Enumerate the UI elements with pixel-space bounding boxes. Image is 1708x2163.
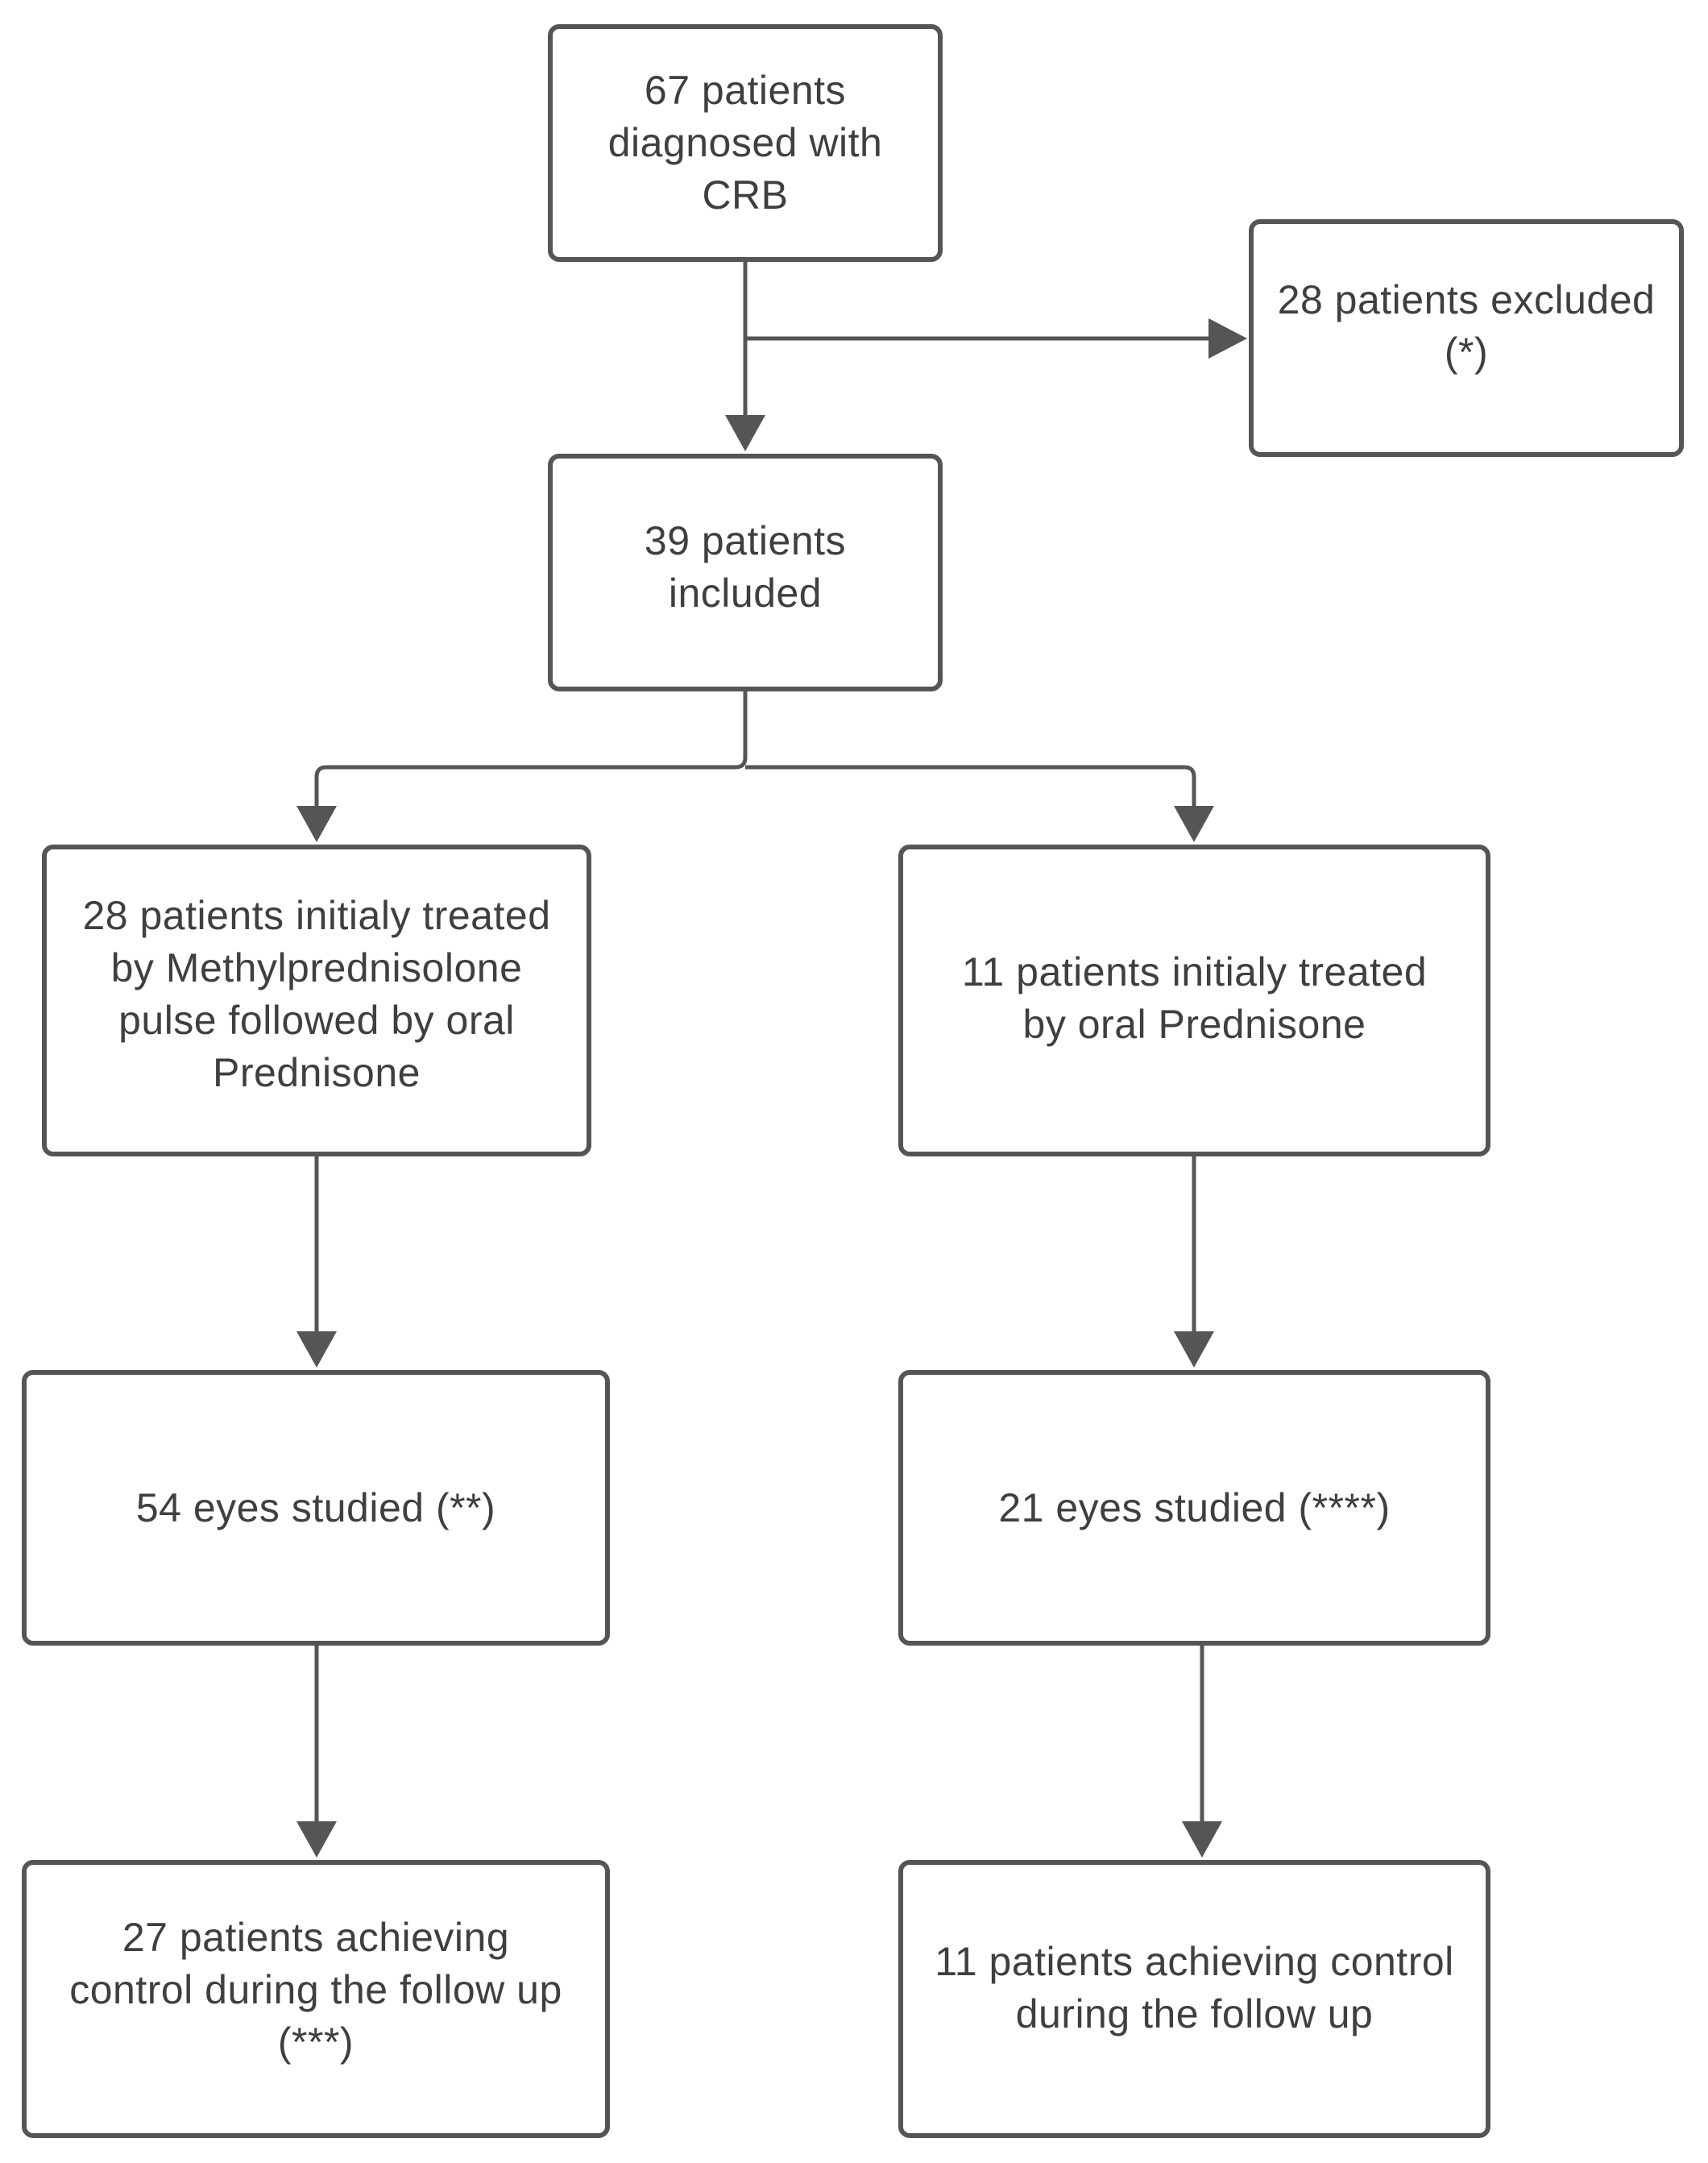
node-oral-pred: 11 patients initialy treated by oral Pre…	[898, 845, 1490, 1156]
node-eyes-21: 21 eyes studied (****)	[898, 1370, 1490, 1646]
node-diagnosed: 67 patients diagnosed with CRB	[548, 24, 943, 262]
node-methylpred-label: 28 patients initialy treated by Methylpr…	[82, 893, 551, 1095]
node-eyes-54-label: 54 eyes studied (**)	[135, 1484, 496, 1530]
node-diagnosed-label: 67 patients diagnosed with CRB	[607, 68, 883, 218]
node-control-11-label: 11 patients achieving control during the…	[935, 1939, 1454, 2036]
node-eyes-21-label: 21 eyes studied (****)	[998, 1484, 1391, 1530]
arrowhead-control11	[1182, 1821, 1222, 1858]
arrowhead-eyes21	[1174, 1331, 1214, 1368]
arrowhead-excluded	[1208, 318, 1247, 359]
node-excluded-label: 28 patients excluded (*)	[1277, 277, 1656, 375]
arrow-included-split-right	[745, 765, 1196, 806]
node-excluded: 28 patients excluded (*)	[1249, 219, 1684, 457]
arrowhead-included	[725, 415, 765, 451]
arrowhead-oral-pred	[1174, 806, 1214, 842]
node-included-label: 39 patients included	[644, 518, 847, 616]
node-control-11: 11 patients achieving control during the…	[898, 1860, 1490, 2138]
arrow-included-split	[314, 691, 748, 806]
node-control-27: 27 patients achieving control during the…	[22, 1860, 610, 2138]
arrowhead-control27	[296, 1821, 337, 1858]
arrowhead-eyes54	[296, 1331, 337, 1368]
arrowhead-methylpred	[296, 806, 337, 842]
node-control-27-label: 27 patients achieving control during the…	[69, 1915, 562, 2065]
node-included: 39 patients included	[548, 454, 943, 691]
node-methylpred: 28 patients initialy treated by Methylpr…	[42, 845, 591, 1156]
node-eyes-54: 54 eyes studied (**)	[22, 1370, 610, 1646]
node-oral-pred-label: 11 patients initialy treated by oral Pre…	[961, 949, 1428, 1047]
